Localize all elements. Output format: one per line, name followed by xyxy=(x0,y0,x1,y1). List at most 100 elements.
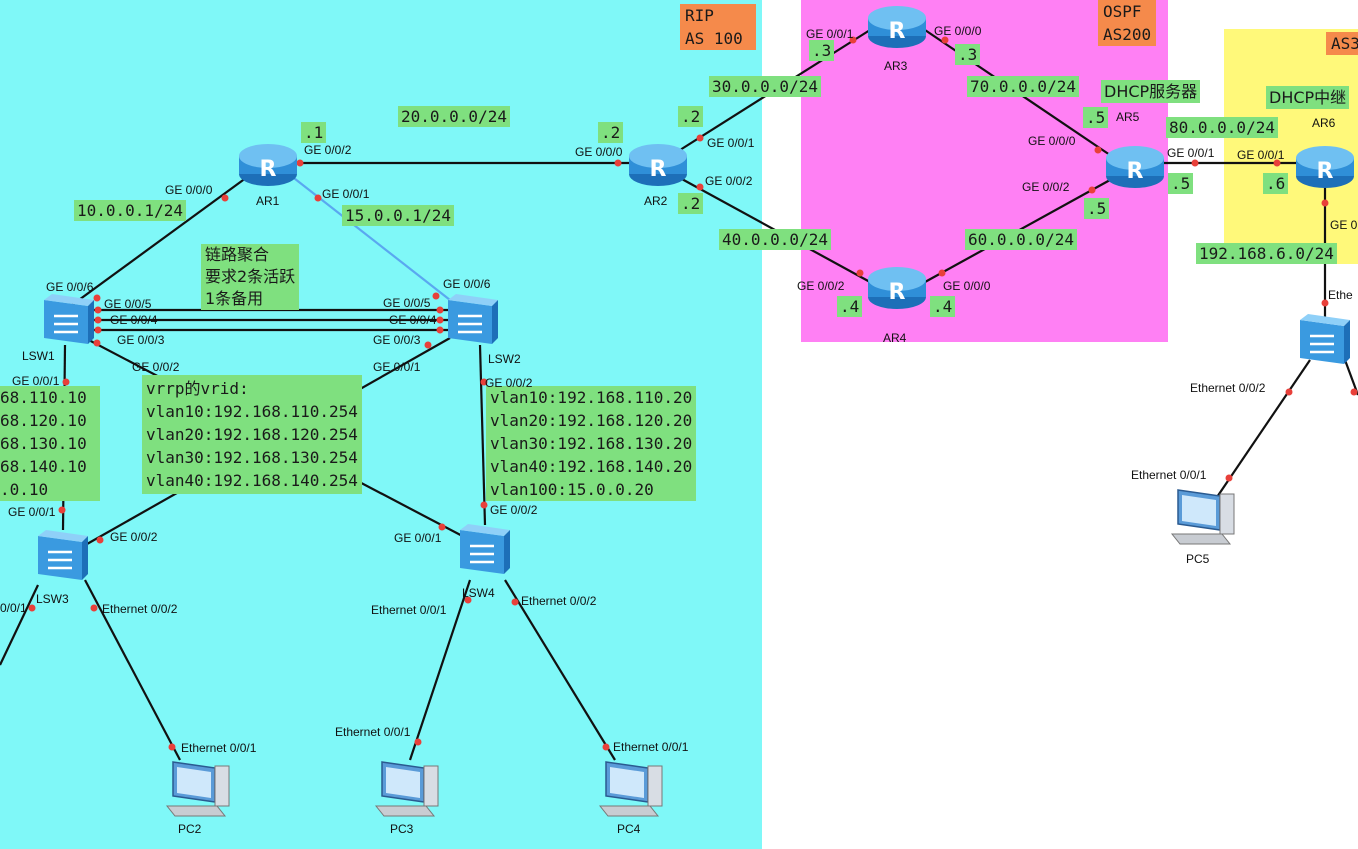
link-lsw4-pc3 xyxy=(408,579,472,761)
router-ar1-icon xyxy=(239,144,297,186)
port-ar3-g000: GE 0/0/0 xyxy=(934,24,982,38)
host-ar2-2b: .2 xyxy=(678,106,704,127)
note-dhcp-server: DHCP服务器 xyxy=(1101,80,1201,103)
port-ar4-g002: GE 0/0/2 xyxy=(797,279,845,293)
device-lsw4-label: LSW4 xyxy=(462,586,495,600)
device-ar4-label: AR4 xyxy=(883,331,907,345)
device-ar5-label: AR5 xyxy=(1116,110,1140,124)
port-ar2-g000: GE 0/0/0 xyxy=(575,145,623,159)
port-pc4-e: Ethernet 0/0/1 xyxy=(613,740,689,754)
device-pc4-label: PC4 xyxy=(617,822,641,836)
port-lsw2-g003: GE 0/0/3 xyxy=(373,333,421,347)
device-pc2-label: PC2 xyxy=(178,822,202,836)
port-lsw4-e002: Ethernet 0/0/2 xyxy=(521,594,597,608)
port-sw6-e002: Ethernet 0/0/2 xyxy=(1190,381,1266,395)
port-ar1-g002: GE 0/0/2 xyxy=(304,143,352,157)
device-lsw2-label: LSW2 xyxy=(488,352,521,366)
port-lsw2-g006: GE 0/0/6 xyxy=(443,277,491,291)
host-ar4-4b: .4 xyxy=(930,296,956,317)
port-ar1-g000: GE 0/0/0 xyxy=(165,183,213,197)
device-pc3-label: PC3 xyxy=(390,822,414,836)
note-lsw1-ips: 68.110.10 68.120.10 68.130.10 68.140.10 … xyxy=(0,386,100,501)
port-lsw4-e001: Ethernet 0/0/1 xyxy=(371,603,447,617)
host-ar5-5c: .5 xyxy=(1168,173,1194,194)
port-ar6-g001: GE 0/0/1 xyxy=(1237,148,1285,162)
device-lsw3-label: LSW3 xyxy=(36,592,69,606)
device-ar6-label: AR6 xyxy=(1312,116,1336,130)
pc4-icon xyxy=(599,761,663,817)
port-ar5-g002: GE 0/0/2 xyxy=(1022,180,1070,194)
net-30: 30.0.0.0/24 xyxy=(709,76,821,97)
link-lsw3-pc2 xyxy=(84,579,181,761)
link-lsw3-left xyxy=(0,584,39,666)
switch-sw6-icon xyxy=(1298,312,1352,366)
router-ar4-icon xyxy=(868,267,926,309)
port-lsw3-e002: Ethernet 0/0/2 xyxy=(102,602,178,616)
port-sw6-eth: Ethe xyxy=(1328,288,1353,302)
port-lsw2-g004: GE 0/0/4 xyxy=(389,313,437,327)
port-lsw3-g002: GE 0/0/2 xyxy=(110,530,158,544)
port-lsw1-g006: GE 0/0/6 xyxy=(46,280,94,294)
device-pc5-label: PC5 xyxy=(1186,552,1210,566)
port-lsw4-g002: GE 0/0/2 xyxy=(490,503,538,517)
net-60: 60.0.0.0/24 xyxy=(965,229,1077,250)
note-dhcp-relay: DHCP中继 xyxy=(1266,86,1350,109)
device-ar3-label: AR3 xyxy=(884,59,908,73)
host-ar4-4a: .4 xyxy=(837,296,863,317)
port-ar2-g002: GE 0/0/2 xyxy=(705,174,753,188)
host-ar3-3b: .3 xyxy=(955,44,981,65)
device-lsw1-label: LSW1 xyxy=(22,349,55,363)
port-lsw1-g003: GE 0/0/3 xyxy=(117,333,165,347)
router-ar2-icon xyxy=(629,144,687,186)
port-lsw2-g002: GE 0/0/2 xyxy=(485,376,533,390)
router-ar6-icon xyxy=(1296,146,1354,188)
pc3-icon xyxy=(375,761,439,817)
port-lsw1-g004: GE 0/0/4 xyxy=(110,313,158,327)
host-ar5-5b: .5 xyxy=(1084,198,1110,219)
note-lsw2-ips: vlan10:192.168.110.20 vlan20:192.168.120… xyxy=(486,386,697,501)
port-pc5-e: Ethernet 0/0/1 xyxy=(1131,468,1207,482)
switch-lsw4-icon xyxy=(458,522,512,576)
port-ar2-g001: GE 0/0/1 xyxy=(707,136,755,150)
net-15: 15.0.0.1/24 xyxy=(342,205,454,226)
net-20: 20.0.0.0/24 xyxy=(398,106,510,127)
port-lsw4-g001: GE 0/0/1 xyxy=(394,531,442,545)
port-pc2-e: Ethernet 0/0/1 xyxy=(181,741,257,755)
link-lsw4-pc4 xyxy=(504,579,616,761)
port-lsw3-e001: 0/0/1 xyxy=(0,601,27,615)
port-ar3-g001: GE 0/0/1 xyxy=(806,27,854,41)
router-ar3-icon xyxy=(868,6,926,48)
ospf-zone-tag: OSPF AS200 xyxy=(1098,0,1157,46)
port-lsw1-g001: GE 0/0/1 xyxy=(12,374,60,388)
host-ar6-6: .6 xyxy=(1263,173,1289,194)
host-ar1-1: .1 xyxy=(301,122,327,143)
port-lsw3-g001: GE 0/0/1 xyxy=(8,505,56,519)
rip-zone-tag: RIP AS 100 xyxy=(680,4,756,50)
host-ar2-2c: .2 xyxy=(678,193,704,214)
port-lsw1-g005: GE 0/0/5 xyxy=(104,297,152,311)
device-ar1-label: AR1 xyxy=(256,194,280,208)
pc5-icon xyxy=(1171,489,1235,545)
port-lsw2-g005: GE 0/0/5 xyxy=(383,296,431,310)
switch-lsw3-icon xyxy=(36,528,90,582)
pc2-icon xyxy=(166,761,230,817)
port-pc3-e: Ethernet 0/0/1 xyxy=(335,725,411,739)
note-link-aggregation: 链路聚合 要求2条活跃 1条备用 xyxy=(201,244,300,310)
device-ar2-label: AR2 xyxy=(644,194,668,208)
as3-zone-tag: AS3 xyxy=(1326,32,1358,55)
port-lsw1-g002: GE 0/0/2 xyxy=(132,360,180,374)
net-192: 192.168.6.0/24 xyxy=(1196,243,1337,264)
host-ar3-3a: .3 xyxy=(809,40,835,61)
as3-zone xyxy=(1224,29,1358,264)
port-ar5-g001: GE 0/0/1 xyxy=(1167,146,1215,160)
link-ar1-lsw1 xyxy=(71,174,251,306)
port-ar4-g000: GE 0/0/0 xyxy=(943,279,991,293)
net-80: 80.0.0.0/24 xyxy=(1166,117,1278,138)
router-ar5-icon xyxy=(1106,146,1164,188)
l3switch-lsw1-icon xyxy=(42,292,96,346)
host-ar5-5a: .5 xyxy=(1083,107,1109,128)
net-40: 40.0.0.0/24 xyxy=(719,229,831,250)
note-vrrp: vrrp的vrid: vlan10:192.168.110.254 vlan20… xyxy=(142,375,362,494)
port-lsw2-g001: GE 0/0/1 xyxy=(373,360,421,374)
net-10: 10.0.0.1/24 xyxy=(74,200,186,221)
